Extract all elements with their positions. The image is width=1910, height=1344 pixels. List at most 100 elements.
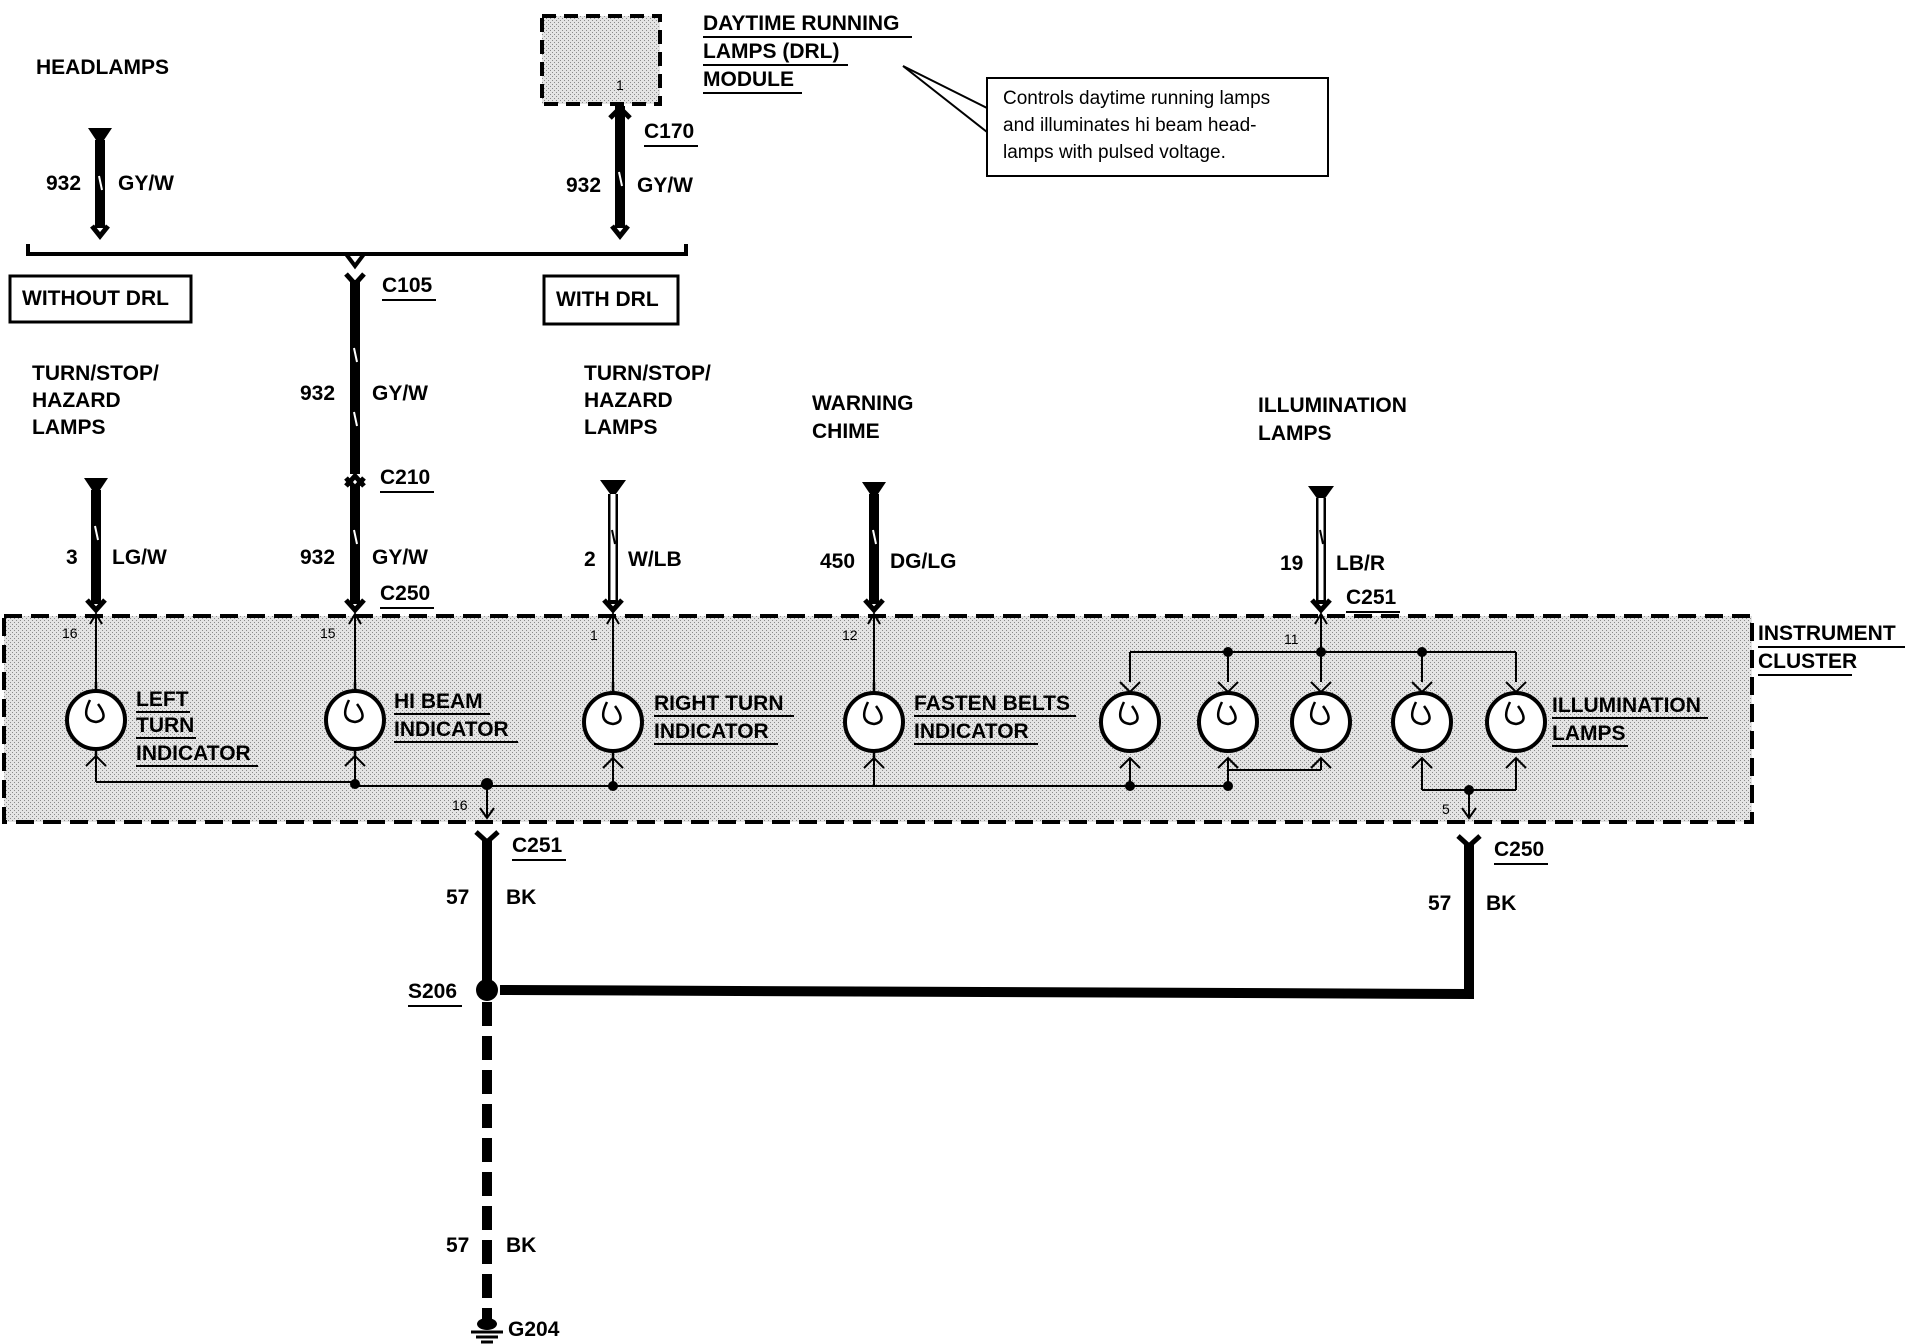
pin-chime: 12 [842,627,858,643]
pin-gnd: 16 [452,797,468,813]
bulb-fasten-belts [843,682,905,769]
c170-label: C170 [644,120,694,143]
illum-src-line2: LAMPS [1258,422,1332,445]
left-source-arrow [84,478,108,496]
module-pin-1: 1 [616,77,624,93]
with-drl-box [542,274,680,326]
right-source-arrow [600,480,626,498]
right-turn-label-2: INDICATOR [654,720,769,743]
headlamps-color: GY/W [118,172,174,195]
illum-source-arrow [1308,486,1334,504]
drl-circuit: 932 [566,174,601,197]
bulb-illumination-5 [1485,681,1547,769]
wire-gnd-c250 [499,844,1474,1000]
drl-module-box [540,14,662,106]
left-circuit: 3 [66,546,78,569]
c105-color: GY/W [372,382,428,405]
illum-connector [1310,598,1332,614]
right-circuit: 2 [584,548,596,571]
drl-wire-end [610,224,630,241]
left-connector [85,598,107,614]
illum-src-line1: ILLUMINATION [1258,394,1407,417]
note-line1: Controls daytime running lamps [1003,88,1270,109]
internal-feed-leads [89,612,1328,682]
tsh-right-line1: TURN/STOP/ [584,362,711,385]
c210-label: C210 [380,466,430,489]
option-bracket [26,244,688,256]
bulb-illumination-1 [1099,681,1161,769]
wire-stripe [618,171,623,187]
hi-beam-label-1: HI BEAM [394,690,483,713]
c105-label: C105 [382,274,433,297]
headlamps-connector [90,224,110,241]
c251-top-label: C251 [1346,586,1397,609]
cluster-label-line2: CLUSTER [1758,650,1857,673]
cluster-label-line1: INSTRUMENT [1758,622,1896,645]
c250-top-label: C250 [380,582,430,605]
illum-circuit: 19 [1280,552,1303,575]
wire-stripe [611,529,616,545]
s206-label: S206 [408,980,457,1003]
hi-beam-label-2: INDICATOR [394,718,509,741]
illumination-bus [1129,647,1517,682]
tsh-left-line1: TURN/STOP/ [32,362,159,385]
g204-label: G204 [508,1318,560,1341]
gnd2-circuit: 57 [1428,892,1451,915]
without-drl-label: WITHOUT DRL [22,287,169,310]
gnd2-color: BK [1486,892,1516,915]
chime-circuit: 450 [820,550,855,573]
warning-chime-line1: WARNING [812,392,914,415]
fasten-belts-label-1: FASTEN BELTS [914,692,1070,715]
headlamps-label: HEADLAMPS [36,56,169,79]
headlamps-source-arrow [88,128,112,146]
left-turn-label-2: TURN [136,714,194,737]
right-color: W/LB [628,548,682,571]
c250-bottom-label: C250 [1494,838,1544,861]
wire-stripe [353,411,358,427]
gnd1-color: BK [506,886,536,909]
pin-illum: 11 [1284,631,1299,647]
wire-stripe [1319,529,1324,545]
pin-right: 1 [590,627,598,643]
tsh-right-line3: LAMPS [584,416,658,439]
right-connector [602,598,624,614]
ground-symbol [471,1318,503,1344]
headlamps-circuit: 932 [46,172,81,195]
tsh-left-line3: LAMPS [32,416,106,439]
wire-stripe [353,347,358,363]
gnd3-color: BK [506,1234,536,1257]
drl-module-label-line1: DAYTIME RUNNING [703,12,899,35]
without-drl-box [8,274,193,324]
chime-source-arrow [862,482,886,500]
chime-color: DG/LG [890,550,957,573]
chime-connector [863,598,885,614]
drl-color: GY/W [637,174,693,197]
c251-bottom-label: C251 [512,834,563,857]
note-callout-pointer-2 [902,65,988,133]
left-turn-label-1: LEFT [136,688,189,711]
bracket-point [344,252,366,270]
pin-left: 16 [62,625,78,641]
c105-circuit: 932 [300,382,335,405]
illum-color: LB/R [1336,552,1385,575]
with-drl-label: WITH DRL [556,288,659,311]
c250-top-connector [344,598,366,614]
internal-ground-bus [95,756,1517,820]
tsh-right-line2: HAZARD [584,389,673,412]
left-color: LG/W [112,546,167,569]
left-turn-label-3: INDICATOR [136,742,251,765]
wire-stripe [94,525,99,541]
pin-hibeam: 15 [320,625,336,641]
bulb-illumination-4 [1391,681,1453,769]
illumination-label-1: ILLUMINATION [1552,694,1701,717]
warning-chime-line2: CHIME [812,420,880,443]
illumination-label-2: LAMPS [1552,722,1626,745]
tsh-left-line2: HAZARD [32,389,121,412]
wire-stripe [98,175,103,191]
right-turn-label-1: RIGHT TURN [654,692,784,715]
note-line3: lamps with pulsed voltage. [1003,142,1226,163]
c210-color: GY/W [372,546,428,569]
drl-module-label-line2: LAMPS (DRL) [703,40,839,63]
drl-module-label-line3: MODULE [703,68,794,91]
